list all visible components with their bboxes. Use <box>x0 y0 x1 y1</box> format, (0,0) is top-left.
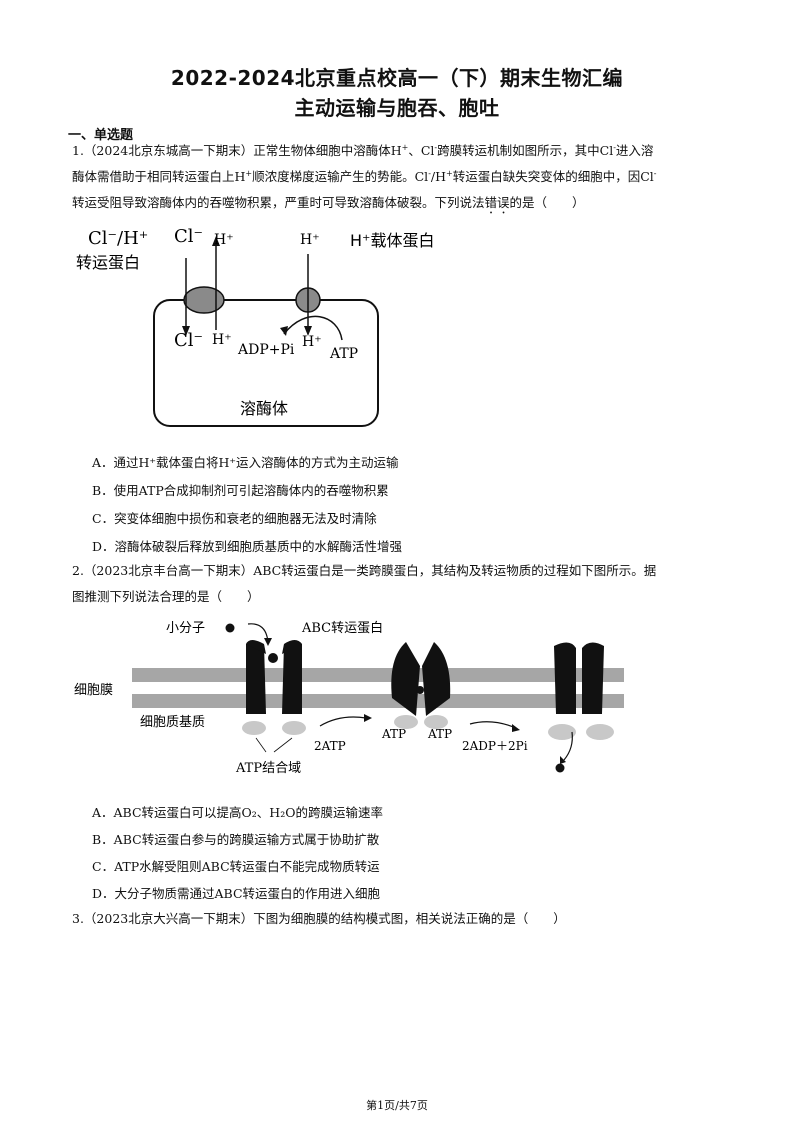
question-1-stem: 1.（2024北京东城高一下期末）正常生物体细胞中溶酶体H+、Cl-跨膜转运机制… <box>72 142 657 210</box>
label-h-bottom: H⁺ <box>212 332 232 348</box>
membrane-inner-layer <box>132 694 624 708</box>
abc-protein-open-out <box>242 640 306 735</box>
membrane-outer-layer <box>132 668 624 682</box>
q1-source: 1.（2024北京东城高一下期末） <box>72 143 254 158</box>
lysosome-membrane <box>153 299 379 427</box>
label-atp-1: ATP <box>381 727 406 741</box>
label-h-top: H⁺ <box>214 232 234 248</box>
label-cl-top: Cl⁻ <box>174 226 203 247</box>
label-adp: ADP+Pi <box>237 342 295 358</box>
label-abc-transporter: ABC转运蛋白 <box>301 620 383 636</box>
label-h-bottom2: H⁺ <box>302 334 322 350</box>
lysosome-diagram: Cl⁻/H⁺ 转运蛋白 Cl⁻ H⁺ H⁺ H⁺载体蛋白 Cl⁻ H⁺ ADP+… <box>76 226 434 427</box>
q1-option-d[interactable]: D．溶酶体破裂后释放到细胞质基质中的水解酶活性增强 <box>92 539 403 554</box>
label-small-molecule: 小分子 <box>166 621 205 636</box>
label-cl-h: Cl⁻/H⁺ <box>88 228 148 249</box>
released-molecule <box>555 763 565 773</box>
label-2adp: 2ADP＋2Pi <box>462 739 528 753</box>
question-3-stem: 3.（2023北京大兴高一下期末）下图为细胞膜的结构模式图，相关说法正确的是（ … <box>72 911 566 926</box>
label-transporter: 转运蛋白 <box>76 253 140 272</box>
abc-transporter-diagram: 小分子 ABC转运蛋白 细胞膜 细胞质基质 2ATP ATP ATP 2ADP＋… <box>74 620 624 776</box>
cl-h-transporter <box>183 286 225 314</box>
q2-option-d[interactable]: D．大分子物质需通过ABC转运蛋白的作用进入细胞 <box>92 886 381 901</box>
small-molecule-bound <box>268 653 278 663</box>
label-2atp: 2ATP <box>314 739 346 753</box>
emphasis-text: 错误 <box>484 195 510 210</box>
label-atp-2: ATP <box>427 727 452 741</box>
small-molecule-icon <box>225 623 235 633</box>
q2-option-c[interactable]: C．ATP水解受阻则ABC转运蛋白不能完成物质转运 <box>92 859 380 874</box>
q2-option-b[interactable]: B．ABC转运蛋白参与的跨膜运输方式属于协助扩散 <box>92 832 380 847</box>
label-cell-membrane: 细胞膜 <box>74 683 113 698</box>
label-lysosome: 溶酶体 <box>240 399 288 418</box>
q1-option-c[interactable]: C．突变体细胞中损伤和衰老的细胞器无法及时清除 <box>92 511 377 526</box>
q2-option-a[interactable]: A．ABC转运蛋白可以提高O₂、H₂O的跨膜运输速率 <box>92 805 383 820</box>
label-carrier: H⁺载体蛋白 <box>350 231 434 250</box>
page-footer: 第1页/共7页 <box>366 1099 428 1112</box>
abc-protein-open-in <box>548 642 614 773</box>
abc-protein-atp-bound <box>391 642 451 729</box>
label-atp-binding-domain: ATP结合域 <box>235 761 301 776</box>
q1-option-a[interactable]: A．通过H⁺载体蛋白将H⁺运入溶酶体的方式为主动运输 <box>92 455 399 470</box>
q1-option-b[interactable]: B．使用ATP合成抑制剂可引起溶酶体内的吞噬物积累 <box>92 483 389 498</box>
section-title: 一、单选题 <box>68 128 134 143</box>
page-title: 2022-2024北京重点校高一（下）期末生物汇编 <box>170 66 624 90</box>
label-cl-bottom: Cl⁻ <box>174 330 203 351</box>
question-2-stem: 2.（2023北京丰台高一下期末）ABC转运蛋白是一类跨膜蛋白，其结构及转运物质… <box>72 563 657 604</box>
label-atp: ATP <box>329 346 358 362</box>
page-subtitle: 主动运输与胞吞、胞吐 <box>294 96 500 120</box>
label-cytoplasm-matrix: 细胞质基质 <box>140 715 205 730</box>
label-h-top2: H⁺ <box>300 232 320 248</box>
